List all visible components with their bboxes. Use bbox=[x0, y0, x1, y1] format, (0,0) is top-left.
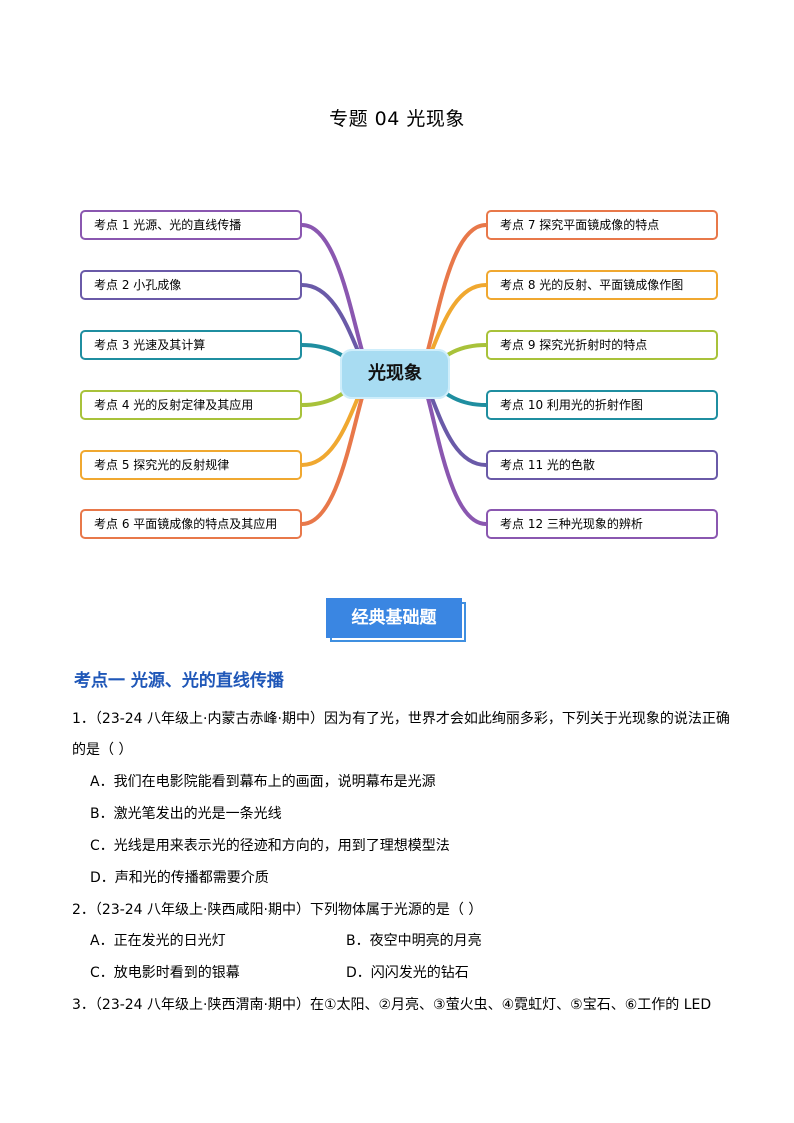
question-2-option-a: A．正在发光的日光灯 bbox=[90, 933, 226, 949]
question-1-option-a: A．我们在电影院能看到幕布上的画面，说明幕布是光源 bbox=[90, 774, 436, 790]
question-1-stem: 1．（23-24 八年级上·内蒙古赤峰·期中）因为有了光，世界才会如此绚丽多彩，… bbox=[72, 711, 730, 727]
topic-box-5: 考点 5 探究光的反射规律 bbox=[80, 450, 302, 480]
topic-box-4: 考点 4 光的反射定律及其应用 bbox=[80, 390, 302, 420]
question-1-option-b: B．激光笔发出的光是一条光线 bbox=[90, 806, 282, 822]
topic-box-7: 考点 7 探究平面镜成像的特点 bbox=[486, 210, 718, 240]
page-title: 专题 04 光现象 bbox=[329, 108, 465, 130]
topic-box-9: 考点 9 探究光折射时的特点 bbox=[486, 330, 718, 360]
question-1-stem-cont: 的是（ ） bbox=[72, 742, 133, 758]
question-3-stem: 3．（23-24 八年级上·陕西渭南·期中）在①太阳、②月亮、③萤火虫、④霓虹灯… bbox=[72, 997, 712, 1013]
topic-box-8: 考点 8 光的反射、平面镜成像作图 bbox=[486, 270, 718, 300]
topic-box-2: 考点 2 小孔成像 bbox=[80, 270, 302, 300]
section-heading: 考点一 光源、光的直线传播 bbox=[74, 671, 284, 691]
section-banner: 经典基础题 bbox=[326, 598, 470, 648]
question-2-option-b: B．夜空中明亮的月亮 bbox=[346, 933, 482, 949]
question-1-option-c: C．光线是用来表示光的径迹和方向的，用到了理想模型法 bbox=[90, 838, 450, 854]
topic-box-1: 考点 1 光源、光的直线传播 bbox=[80, 210, 302, 240]
topic-box-3: 考点 3 光速及其计算 bbox=[80, 330, 302, 360]
mind-map-center: 光现象 bbox=[340, 349, 450, 399]
topic-box-12: 考点 12 三种光现象的辨析 bbox=[486, 509, 718, 539]
question-1-option-d: D．声和光的传播都需要介质 bbox=[90, 870, 269, 886]
question-2-option-d: D．闪闪发光的钻石 bbox=[346, 965, 469, 981]
banner-label: 经典基础题 bbox=[326, 598, 462, 638]
question-2-option-c: C．放电影时看到的银幕 bbox=[90, 965, 240, 981]
topic-box-6: 考点 6 平面镜成像的特点及其应用 bbox=[80, 509, 302, 539]
topic-box-10: 考点 10 利用光的折射作图 bbox=[486, 390, 718, 420]
question-2-stem: 2．（23-24 八年级上·陕西咸阳·期中）下列物体属于光源的是（ ） bbox=[72, 902, 483, 918]
topic-box-11: 考点 11 光的色散 bbox=[486, 450, 718, 480]
